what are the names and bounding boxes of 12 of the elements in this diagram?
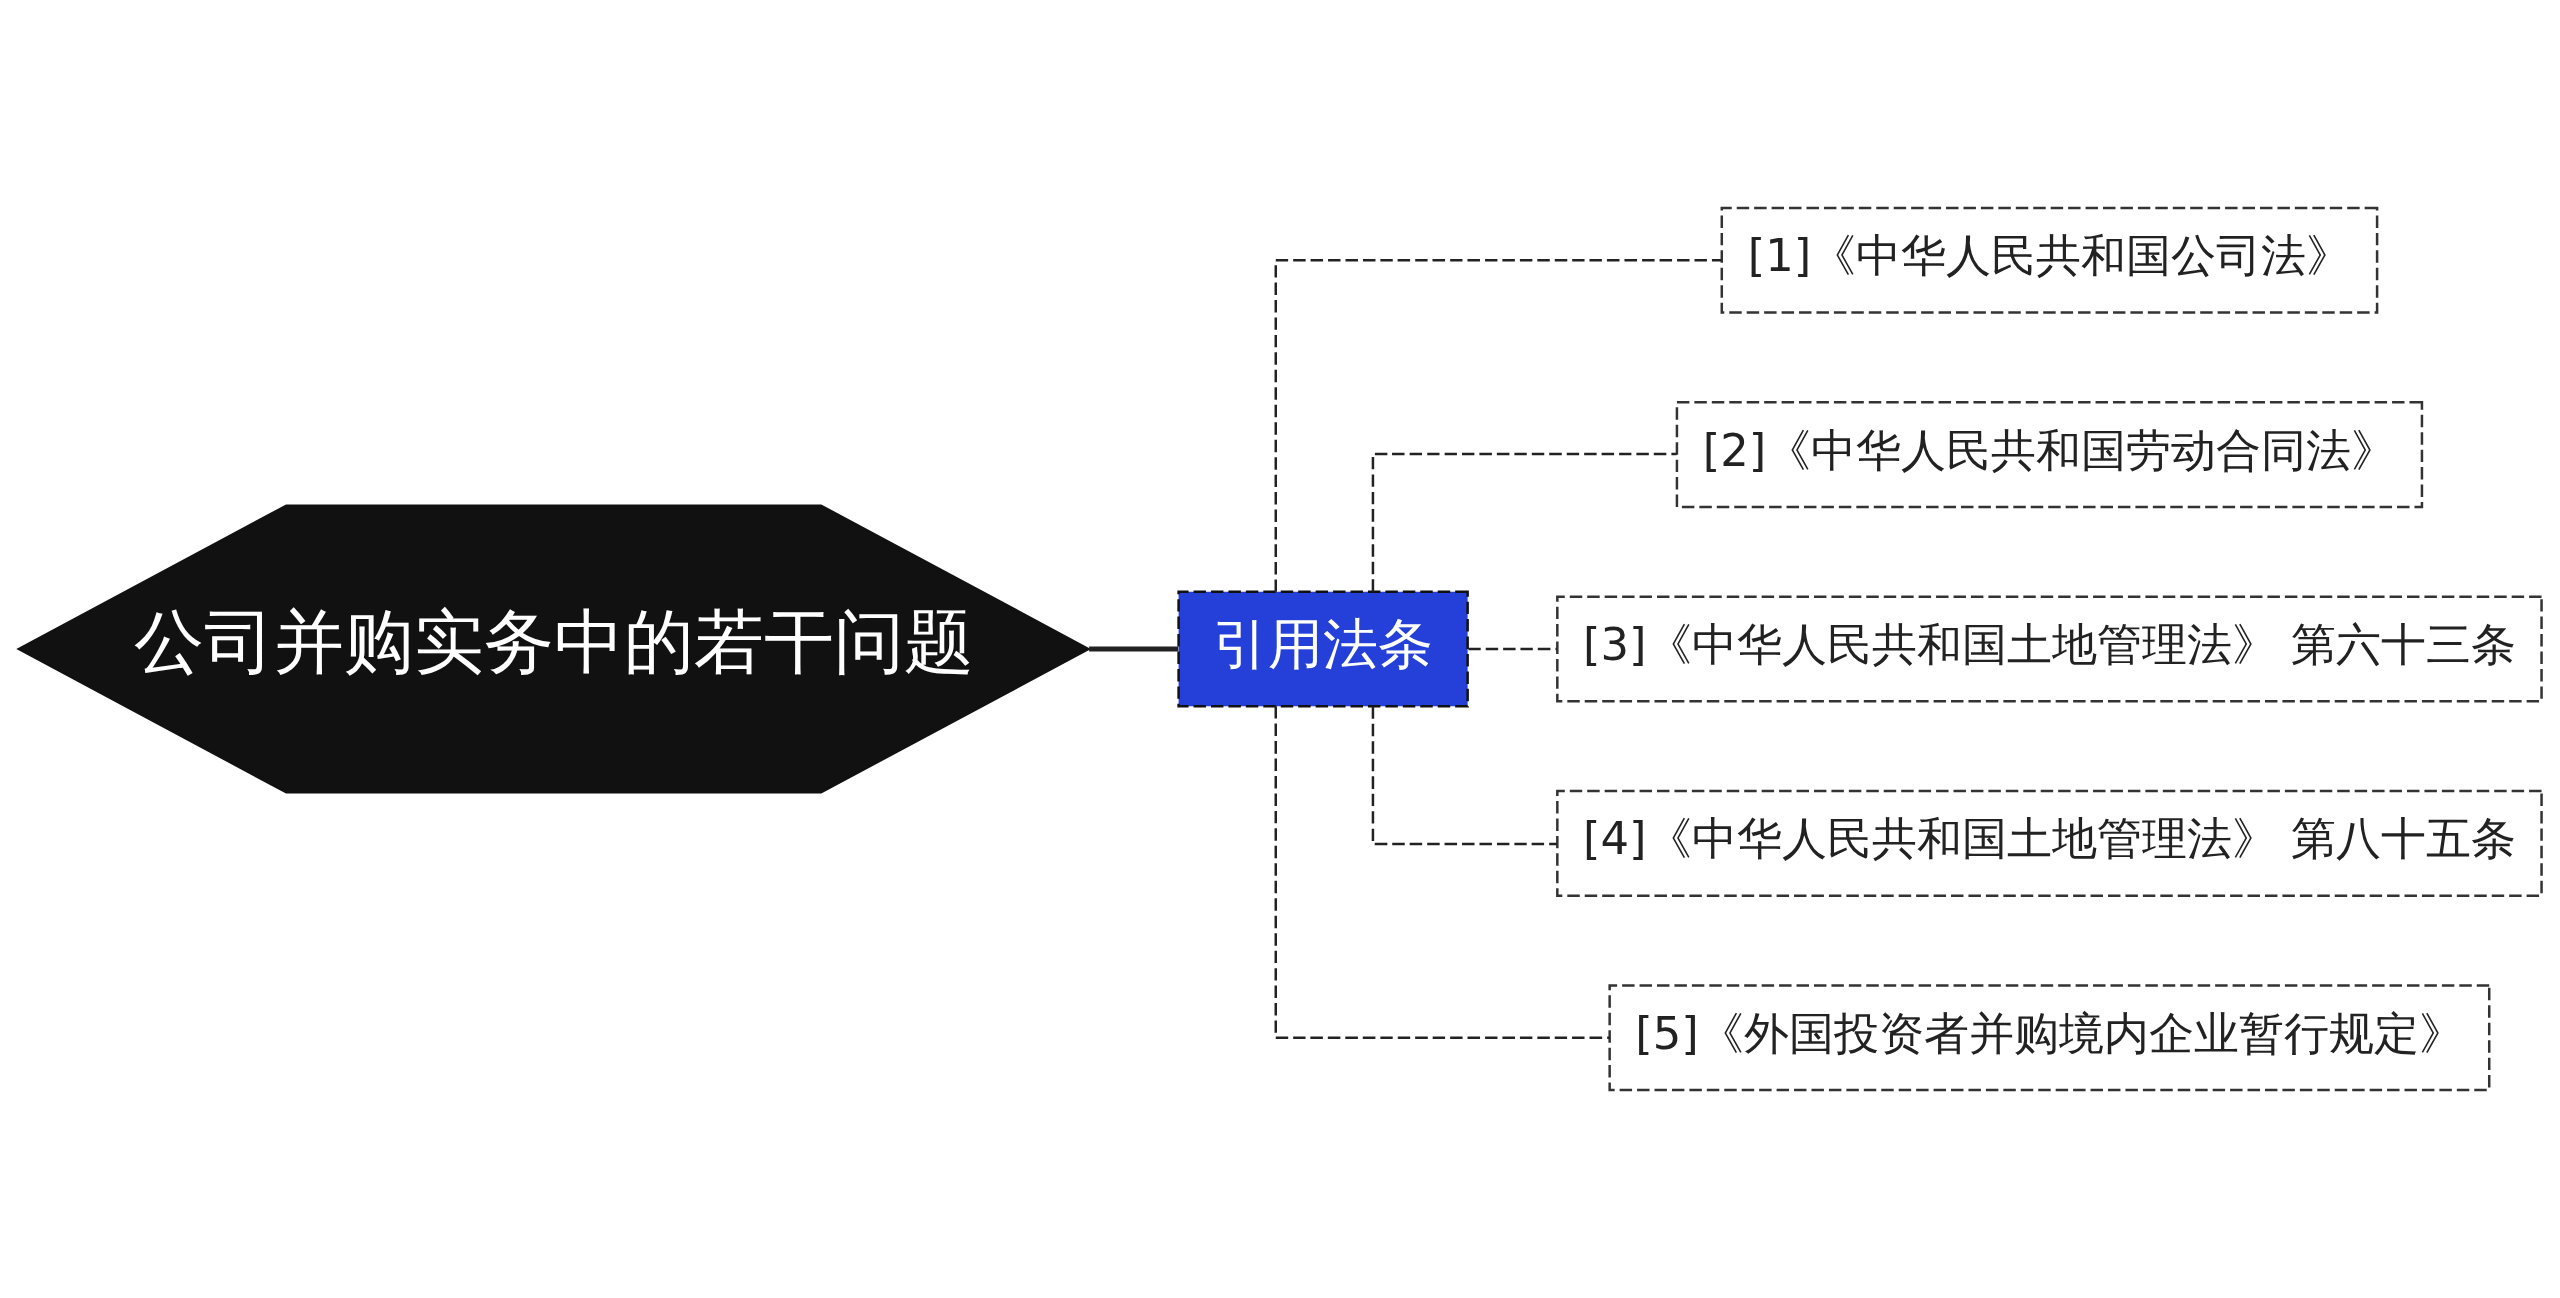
connector: [1089, 646, 1179, 652]
node-box: [1]《中华人民共和国公司法》: [1720, 206, 2379, 314]
node-box: [2]《中华人民共和国劳动合同法》: [1675, 401, 2424, 509]
connector: [1371, 452, 1677, 592]
node-box: [3]《中华人民共和国土地管理法》 第六十三条: [1556, 595, 2543, 703]
connector: [1468, 647, 1558, 651]
node-box: [4]《中华人民共和国土地管理法》 第八十五条: [1556, 789, 2543, 897]
node-box: [5]《外国投资者并购境内企业暂行规定》: [1608, 984, 2491, 1092]
connector: [1274, 259, 1722, 592]
node-box: 引用法条: [1177, 590, 1469, 708]
connector: [1274, 706, 1610, 1039]
connector: [1371, 706, 1557, 846]
